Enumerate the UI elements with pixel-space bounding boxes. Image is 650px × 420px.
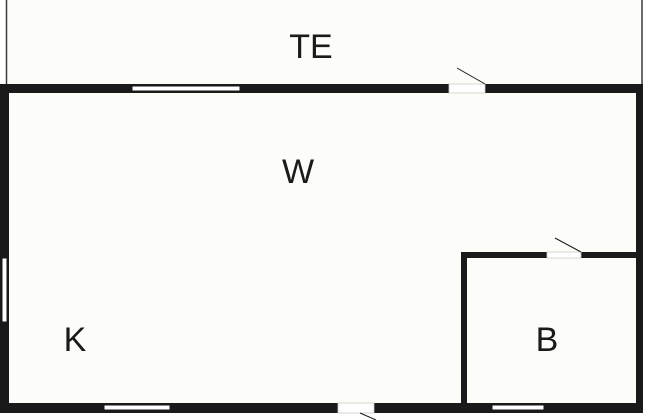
room-labels: TE W K B <box>64 28 559 359</box>
outer-walls <box>0 84 643 413</box>
wall-bottom <box>0 403 643 413</box>
wall-top <box>0 84 643 93</box>
door-bathroom-leaf <box>554 237 582 253</box>
window-top <box>131 85 241 92</box>
room-label-bathroom: B <box>536 321 559 359</box>
door-entrance-opening <box>337 402 375 414</box>
door-entrance-leaf <box>359 412 377 420</box>
room-label-kitchen: K <box>64 321 87 359</box>
room-label-terrace: TE <box>289 28 332 66</box>
door-terrace-opening <box>448 83 486 94</box>
door-terrace-leaf <box>456 67 486 85</box>
window-left <box>1 257 8 323</box>
doors <box>337 67 582 420</box>
bathroom-wall-left <box>461 252 467 408</box>
terrace-floor <box>6 0 642 86</box>
terrace-area <box>5 0 643 86</box>
wall-left <box>0 84 9 413</box>
window-bottom-left <box>103 404 171 411</box>
window-bottom-right <box>491 404 545 411</box>
room-label-living: W <box>282 153 314 191</box>
door-bathroom-opening <box>546 251 582 259</box>
wall-right <box>636 84 643 413</box>
interior-floor <box>8 92 636 404</box>
windows <box>1 85 545 411</box>
